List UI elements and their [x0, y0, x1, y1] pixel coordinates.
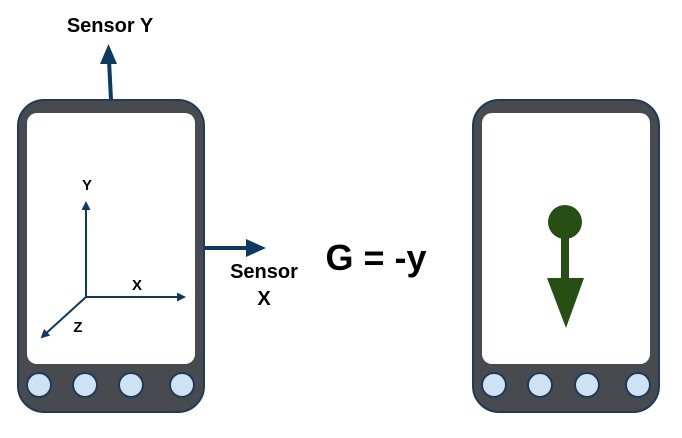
sensor-y-arrow — [100, 44, 117, 101]
gravity-equation: G = -y — [325, 237, 426, 278]
left-phone-button-3 — [118, 372, 144, 398]
right-phone-button-2 — [527, 372, 553, 398]
right-phone-button-1 — [481, 372, 507, 398]
right-phone-button-4 — [625, 372, 651, 398]
left-phone-button-2 — [72, 372, 98, 398]
left-phone-button-1 — [26, 372, 52, 398]
left-phone-screen — [27, 113, 195, 364]
coordinate-axes: Y X Z — [40, 177, 186, 339]
left-phone — [17, 99, 205, 413]
left-phone-button-4 — [169, 372, 195, 398]
gravity-arrowhead — [547, 278, 584, 328]
sensor-x-arrow — [205, 239, 266, 257]
right-phone-button-3 — [574, 372, 600, 398]
z-axis — [40, 296, 87, 339]
z-axis-label: Z — [73, 319, 82, 336]
sensor-x-label-line1: Sensor — [230, 261, 298, 283]
gravity-arrow-icon — [547, 205, 584, 328]
gravity-shaft — [561, 226, 569, 282]
sensor-x-label-line2: X — [257, 288, 271, 310]
y-axis-label: Y — [82, 177, 92, 194]
sensor-y-label: Sensor Y — [67, 15, 154, 37]
x-axis-label: X — [132, 277, 142, 294]
gravity-origin-dot — [548, 205, 582, 239]
